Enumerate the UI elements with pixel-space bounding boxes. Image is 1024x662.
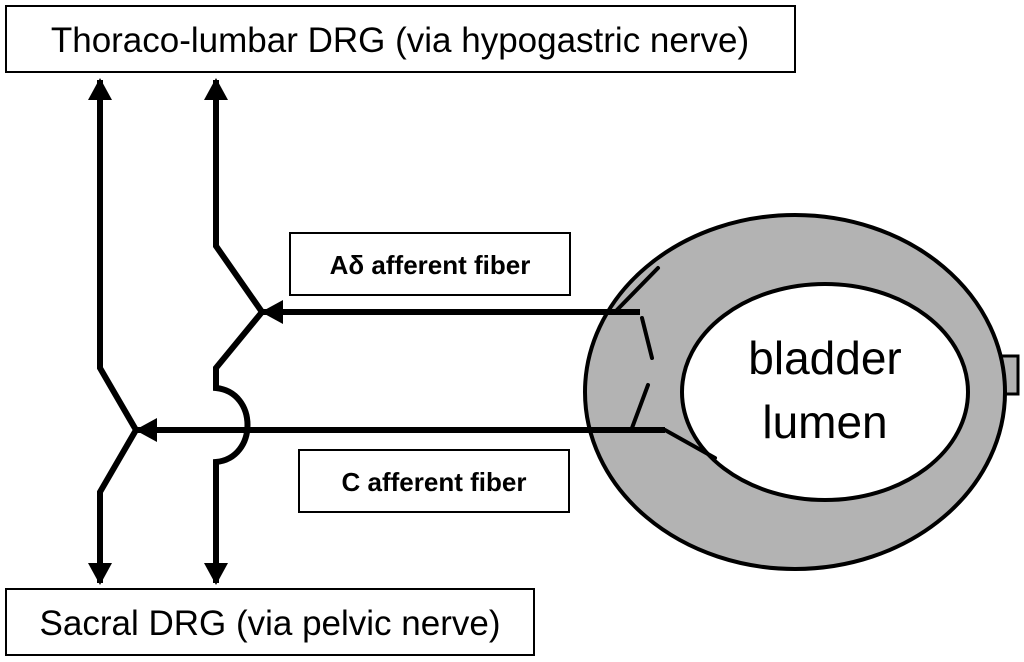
- c-fiber-pathway: [88, 78, 665, 585]
- thoraco-lumbar-drg-label: Thoraco-lumbar DRG (via hypogastric nerv…: [51, 21, 749, 60]
- bladder-label-line2: lumen: [762, 396, 887, 448]
- sacral-drg-label: Sacral DRG (via pelvic nerve): [40, 604, 501, 643]
- nerve-endings: [613, 266, 717, 460]
- c-fiber-label-box: C afferent fiber: [298, 449, 570, 513]
- a-delta-down-branch: [204, 310, 265, 585]
- top-label-box: Thoraco-lumbar DRG (via hypogastric nerv…: [5, 5, 796, 73]
- c-fiber-up-branch: [88, 78, 139, 432]
- bladder: bladder lumen: [583, 213, 1020, 571]
- a-delta-fiber-label: Aδ afferent fiber: [330, 250, 531, 280]
- bladder-lumen: [680, 282, 970, 502]
- c-fiber-label: C afferent fiber: [342, 467, 527, 497]
- c-fiber-down-branch: [88, 428, 139, 585]
- a-delta-up-branch: [204, 78, 265, 314]
- bottom-label-box: Sacral DRG (via pelvic nerve): [5, 588, 535, 656]
- a-delta-pathway: [204, 78, 640, 585]
- a-delta-label-box: Aδ afferent fiber: [289, 232, 571, 296]
- bladder-label-line1: bladder: [748, 332, 901, 384]
